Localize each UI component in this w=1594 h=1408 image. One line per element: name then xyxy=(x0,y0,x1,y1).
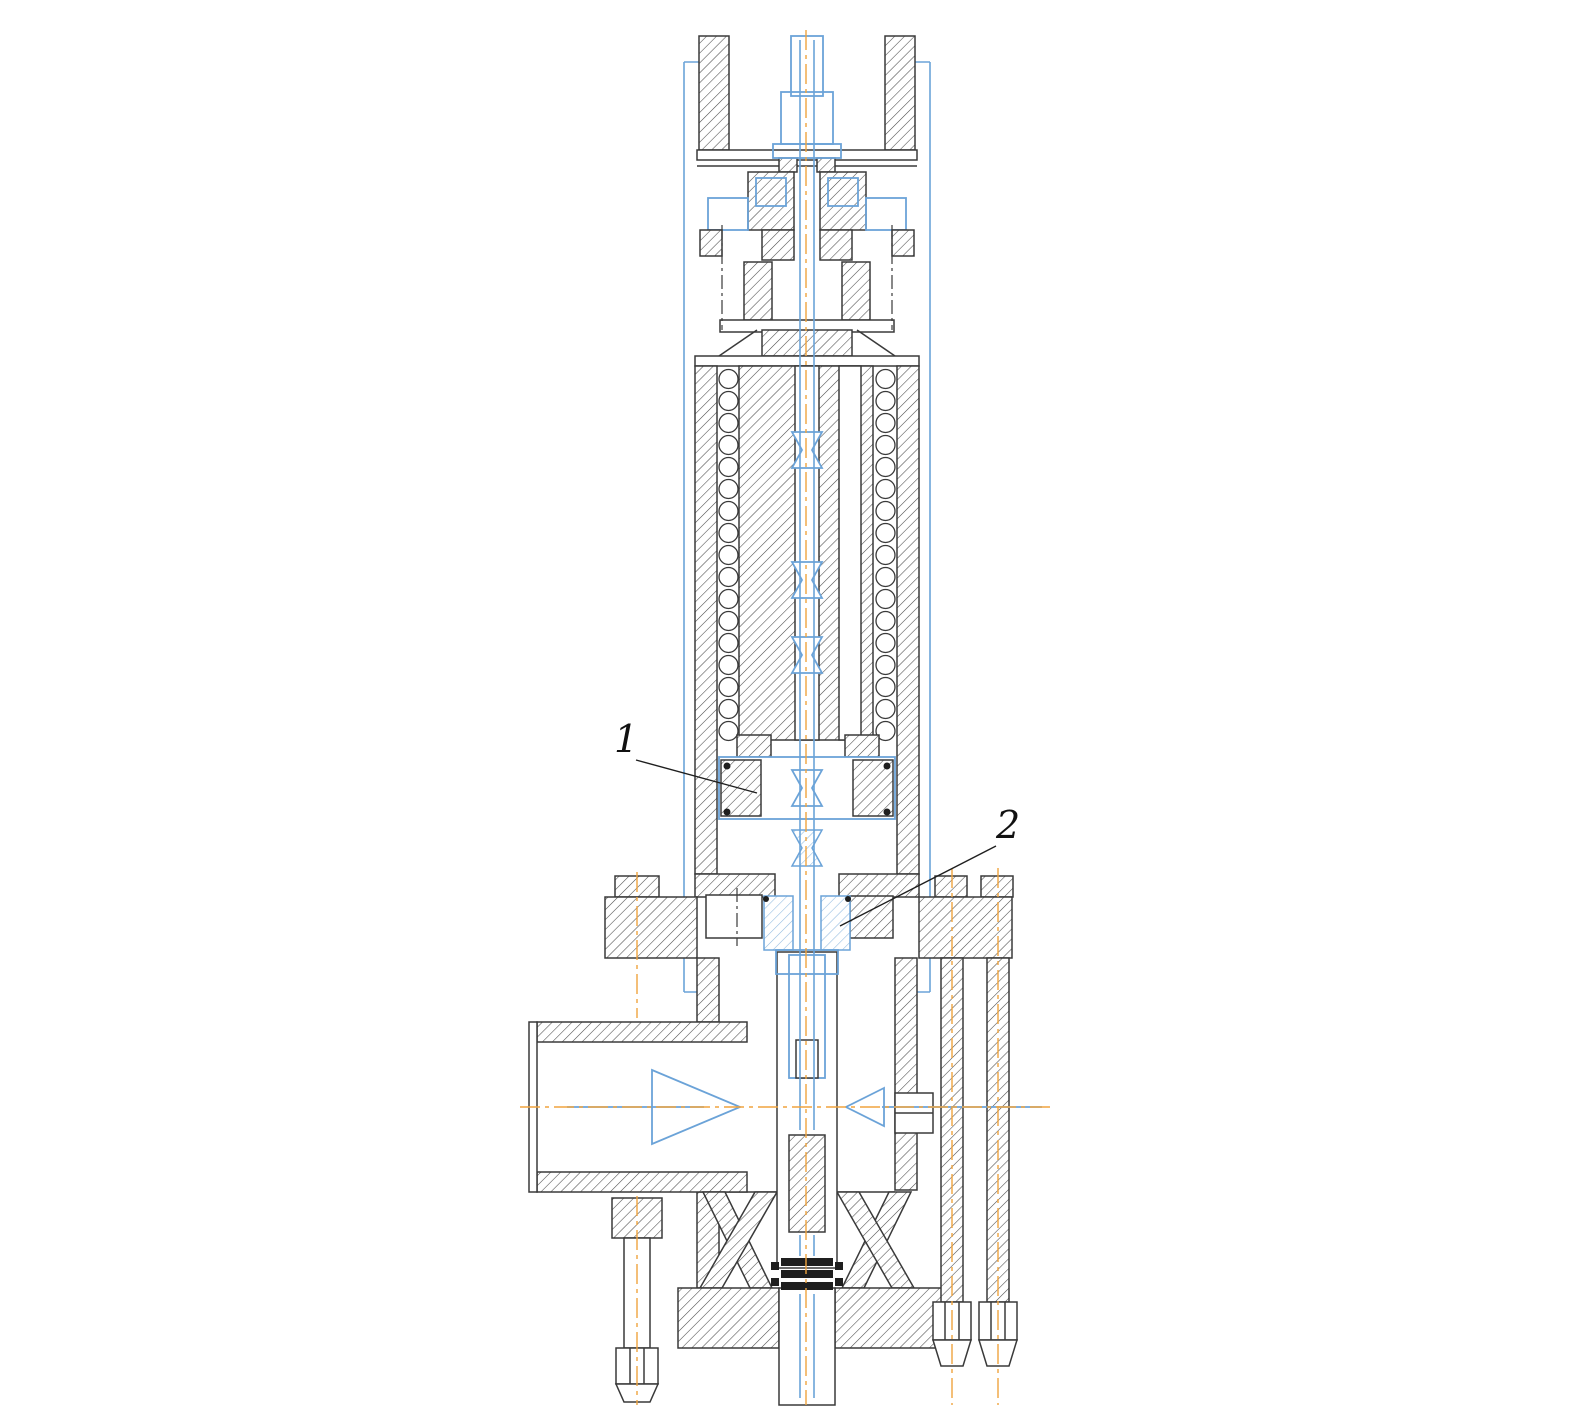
stem-seal-stack xyxy=(771,1258,843,1290)
centerlines xyxy=(520,30,1055,1405)
body-flanges xyxy=(604,875,1014,959)
packing-gland-stack xyxy=(747,171,867,261)
stem-gland xyxy=(705,894,894,975)
piston-assembly xyxy=(718,734,896,820)
stem-edge-lines xyxy=(799,40,815,1398)
housing-base-ring xyxy=(694,829,920,898)
stem-top xyxy=(772,35,842,159)
callout-2-label: 2 xyxy=(995,803,1020,847)
bearing-section xyxy=(699,197,915,333)
bottom-flange xyxy=(677,1287,961,1349)
callout-2-leader xyxy=(839,845,997,927)
stem-coupling xyxy=(718,329,896,357)
spring-coil-right xyxy=(875,368,896,742)
callout-1-label: 1 xyxy=(614,717,638,761)
callouts: 1 2 xyxy=(614,717,1020,927)
spring-coil-left xyxy=(718,368,739,742)
valve-stem-lower xyxy=(771,951,843,1406)
callout-1-leader xyxy=(635,759,758,794)
